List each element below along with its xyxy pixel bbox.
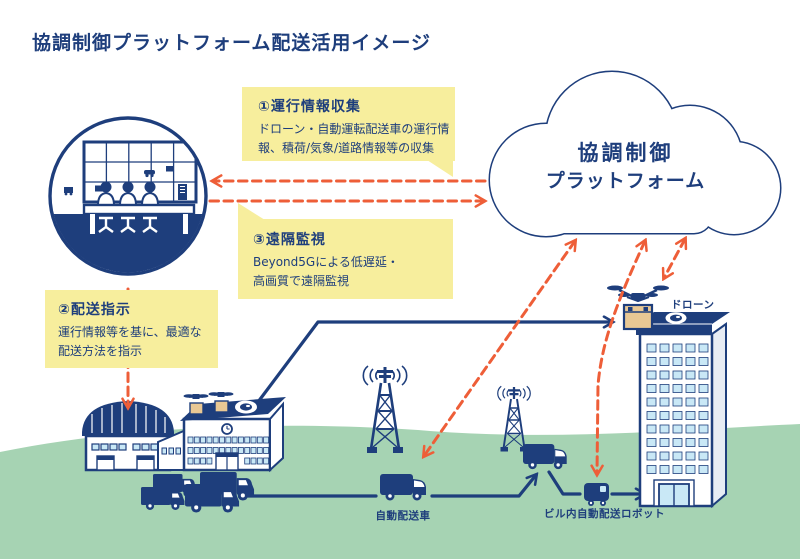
page-title: 協調制御プラットフォーム配送活用イメージ bbox=[32, 32, 432, 54]
arrow-cloud-drone bbox=[664, 239, 685, 278]
autonomous-van-label: 自動配送車 bbox=[375, 510, 431, 522]
callout-remote-monitoring: ③遠隔監視 Beyond5Gによる低遅延・ 高画質で遠隔監視 bbox=[238, 219, 453, 299]
delivery-robot-label: ビル内自動配送ロボット bbox=[544, 508, 665, 520]
callout-title: ①運行情報収集 bbox=[258, 99, 361, 115]
callout-title: ③遠隔監視 bbox=[253, 232, 326, 248]
cloud-shape bbox=[488, 70, 782, 238]
cloud-label-line1: 協調制御 bbox=[577, 141, 674, 165]
arrow-cloud-robot bbox=[597, 241, 645, 474]
rooftop-drone-icon bbox=[208, 392, 234, 413]
callout-body-line: 運行情報等を基に、最適な bbox=[58, 325, 202, 339]
callout-body-line: Beyond5Gによる低遅延・ bbox=[253, 255, 399, 269]
callout-delivery-instruction: ②配送指示 運行情報等を基に、最適な 配送方法を指示 bbox=[45, 290, 218, 368]
callout-body-line: 報、積荷/気象/道路情報等の収集 bbox=[258, 141, 435, 156]
callout-body-line: ドローン・自動運転配送車の運行情 bbox=[258, 122, 450, 136]
monitor-wall-icon bbox=[82, 140, 198, 204]
callout-body-line: 高画質で遠隔監視 bbox=[253, 274, 350, 289]
office-building-icon bbox=[636, 312, 730, 509]
cloud-platform-label: 協調制御 プラットフォーム bbox=[498, 139, 753, 195]
callout-title: ②配送指示 bbox=[58, 302, 131, 318]
desk-icon bbox=[82, 203, 196, 216]
cloud-label-line2: プラットフォーム bbox=[545, 170, 706, 192]
delivery-robot-icon bbox=[584, 483, 609, 506]
rooftop-drone-icon bbox=[183, 394, 209, 415]
callout-body-line: 配送方法を指示 bbox=[58, 344, 143, 359]
arrow-cloud-van bbox=[424, 241, 575, 456]
distribution-center-icon bbox=[180, 392, 286, 473]
callout-operation-info-collection: ①運行情報収集 ドローン・自動運転配送車の運行情 報、積荷/気象/道路情報等の収… bbox=[242, 87, 455, 161]
operator-figures bbox=[96, 181, 160, 206]
control-room-illustration bbox=[48, 116, 208, 276]
drone-label: ドローン bbox=[671, 299, 715, 311]
